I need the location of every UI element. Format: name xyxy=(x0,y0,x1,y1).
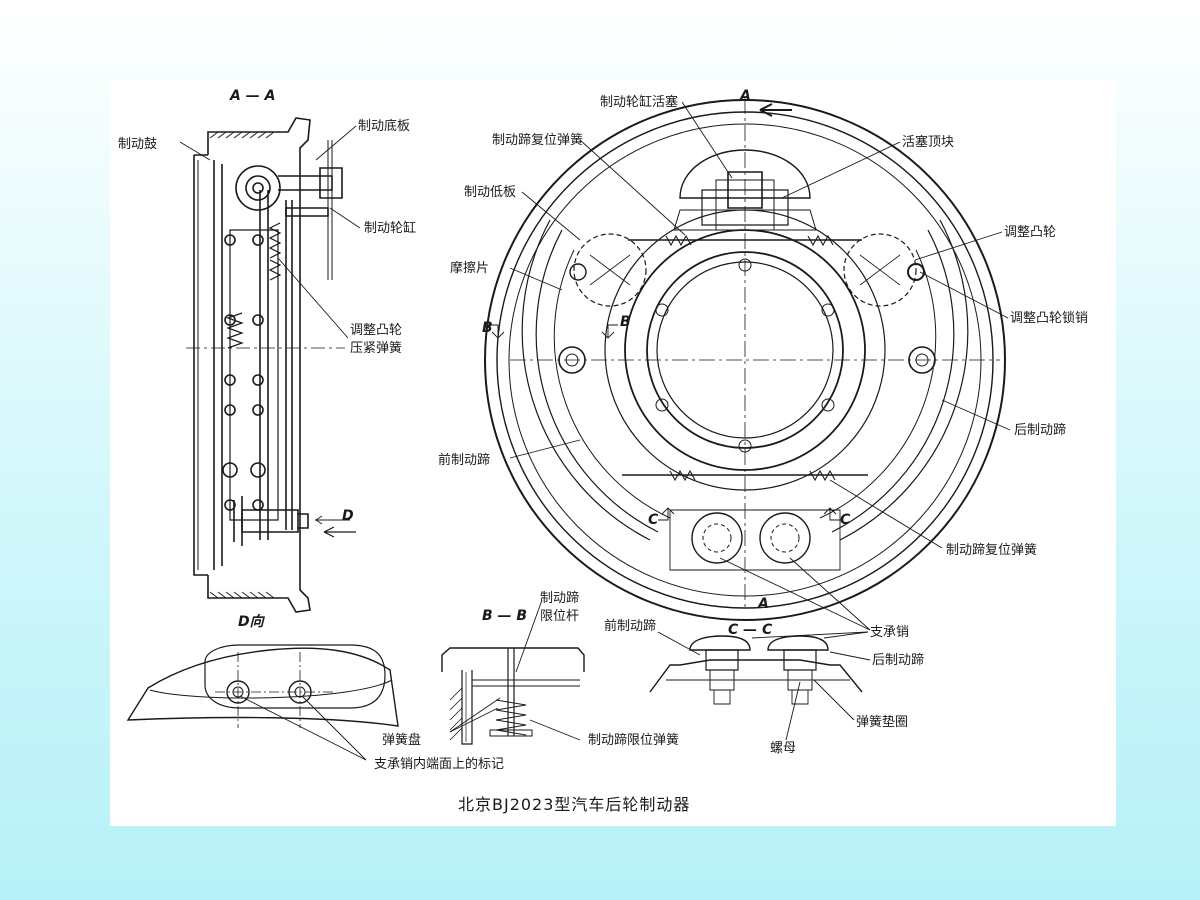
label-brake-drum: 制动鼓 xyxy=(118,137,157,152)
section-aa-view xyxy=(186,117,345,613)
label-nut: 螺母 xyxy=(770,741,796,756)
marker-a-bottom: A xyxy=(757,596,769,612)
section-bb-view xyxy=(441,599,585,745)
label-adjust-cam-spring-line2: 压紧弹簧 xyxy=(350,340,402,356)
front-view xyxy=(484,98,1006,621)
marker-b-right: B xyxy=(620,314,631,330)
diagram-caption: 北京BJ2023型汽车后轮制动器 xyxy=(458,795,690,814)
label-spring-washer: 弹簧垫圈 xyxy=(856,714,908,730)
leaders-main xyxy=(323,101,1011,631)
section-aa-title: A — A xyxy=(229,88,275,104)
label-adjust-cam-lock-pin: 调整凸轮锁销 xyxy=(1010,310,1088,326)
label-shoe-return-spring-bottom: 制动蹄复位弹簧 xyxy=(946,542,1037,558)
label-wheel-cylinder-piston: 制动轮缸活塞 xyxy=(600,94,678,110)
marker-d: D xyxy=(342,508,354,524)
label-pin-marks: 支承销内端面上的标记 xyxy=(374,756,504,772)
label-adjust-cam-spring-line1: 调整凸轮 xyxy=(350,323,402,338)
label-front-shoe-cc: 前制动蹄 xyxy=(604,618,656,634)
label-spring-seat: 弹簧盘 xyxy=(382,732,421,748)
label-friction-lining: 摩擦片 xyxy=(450,260,489,276)
label-piston-push-block: 活塞顶块 xyxy=(902,134,954,150)
section-cc-title: C — C xyxy=(728,622,773,638)
marker-a-top: A xyxy=(739,88,751,104)
label-brake-backplate-left: 制动底板 xyxy=(358,118,410,134)
label-limit-rod-line1: 制动蹄 xyxy=(540,590,579,606)
label-layer: A — A 制动鼓 制动底板 制动轮缸 调整凸轮 压紧弹簧 D A A B B … xyxy=(118,88,1088,814)
section-d-title: D向 xyxy=(238,613,266,630)
label-limit-rod-line2: 限位杆 xyxy=(540,609,579,624)
brake-assembly-diagram: A — A 制动鼓 制动底板 制动轮缸 调整凸轮 压紧弹簧 D A A B B … xyxy=(118,88,1088,814)
label-front-shoe-main: 前制动蹄 xyxy=(438,452,490,468)
label-support-pin: 支承销 xyxy=(870,625,909,640)
marker-c-right: C xyxy=(840,512,851,528)
label-wheel-cylinder: 制动轮缸 xyxy=(364,220,416,236)
section-d-view xyxy=(126,644,399,761)
section-cc-view xyxy=(649,631,871,741)
marker-c-left: C xyxy=(648,512,659,528)
marker-b-left: B xyxy=(482,320,493,336)
section-bb-title: B — B xyxy=(482,608,527,624)
leaders-aa xyxy=(179,125,361,525)
label-rear-shoe-main: 后制动蹄 xyxy=(1014,422,1066,438)
label-brake-backplate-main: 制动低板 xyxy=(464,185,516,200)
label-shoe-return-spring-top: 制动蹄复位弹簧 xyxy=(492,132,583,148)
label-rear-shoe-cc: 后制动蹄 xyxy=(872,652,924,668)
label-limit-spring: 制动蹄限位弹簧 xyxy=(588,732,679,748)
label-adjust-cam: 调整凸轮 xyxy=(1004,225,1056,240)
slide-panel: A — A 制动鼓 制动底板 制动轮缸 调整凸轮 压紧弹簧 D A A B B … xyxy=(110,80,1116,826)
